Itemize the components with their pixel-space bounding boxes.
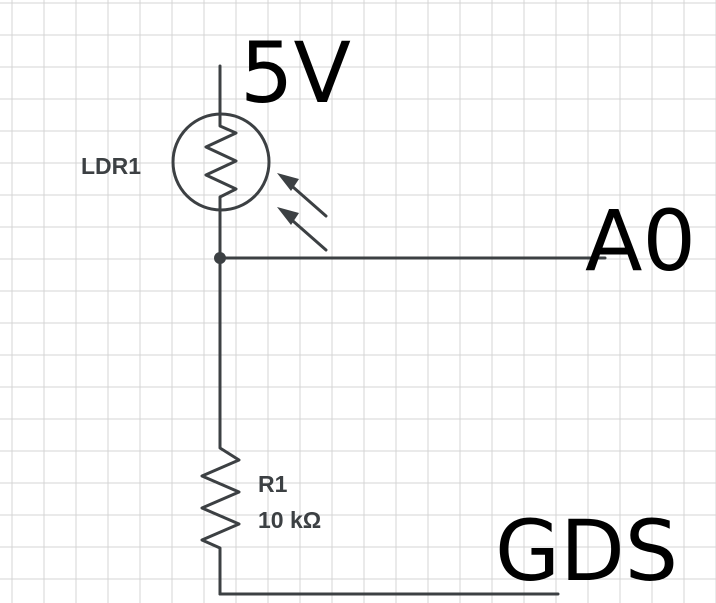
net-label-a0: A0 [585, 192, 696, 290]
ldr-symbol [171, 110, 328, 252]
wires [214, 64, 607, 596]
net-label-5v: 5V [240, 24, 351, 122]
ldr-zigzag [204, 110, 238, 214]
ldr-designator: LDR1 [81, 153, 141, 179]
resistor-value: 10 kΩ [258, 507, 321, 533]
light-arrow-icon [277, 207, 328, 252]
net-label-gds: GDS [495, 502, 678, 600]
junction-dot [214, 252, 226, 264]
resistor-designator: R1 [258, 471, 288, 497]
light-arrow-icon [277, 173, 328, 218]
resistor-zigzag [200, 438, 241, 556]
resistor-symbol [200, 438, 241, 556]
